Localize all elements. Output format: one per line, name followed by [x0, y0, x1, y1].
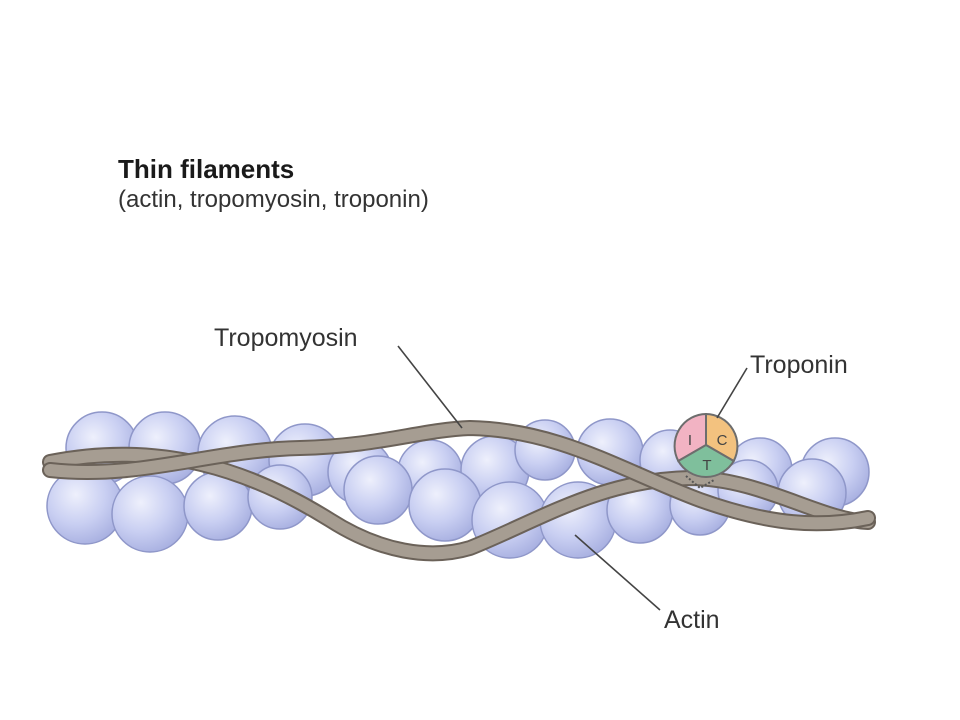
troponin-i-label: I [688, 432, 692, 449]
troponin-t-subunit [676, 443, 736, 478]
actin-monomer [343, 455, 413, 525]
troponin-t-label: T [702, 457, 711, 474]
tropomyosin-strands [42, 419, 876, 562]
troponin-complex: I C T [673, 412, 739, 490]
actin-label: Actin [664, 606, 720, 634]
actin-leader-line [574, 534, 661, 611]
tropomyosin-label: Tropomyosin [214, 324, 358, 352]
actin-monomer [111, 475, 189, 553]
tropomyosin-leader-line [397, 345, 463, 429]
troponin-c-label: C [717, 432, 728, 449]
diagram-heading: Thin filaments (actin, tropomyosin, trop… [118, 153, 429, 215]
troponin-leader-line [716, 367, 748, 419]
diagram-subtitle: (actin, tropomyosin, troponin) [118, 186, 429, 213]
troponin-anchor [685, 475, 715, 490]
tropomyosin-strand [44, 448, 874, 560]
troponin-label: Troponin [750, 351, 848, 379]
diagram-title: Thin filaments [118, 154, 295, 184]
tropomyosin-strand [44, 421, 874, 530]
actin-monomer [408, 468, 482, 542]
